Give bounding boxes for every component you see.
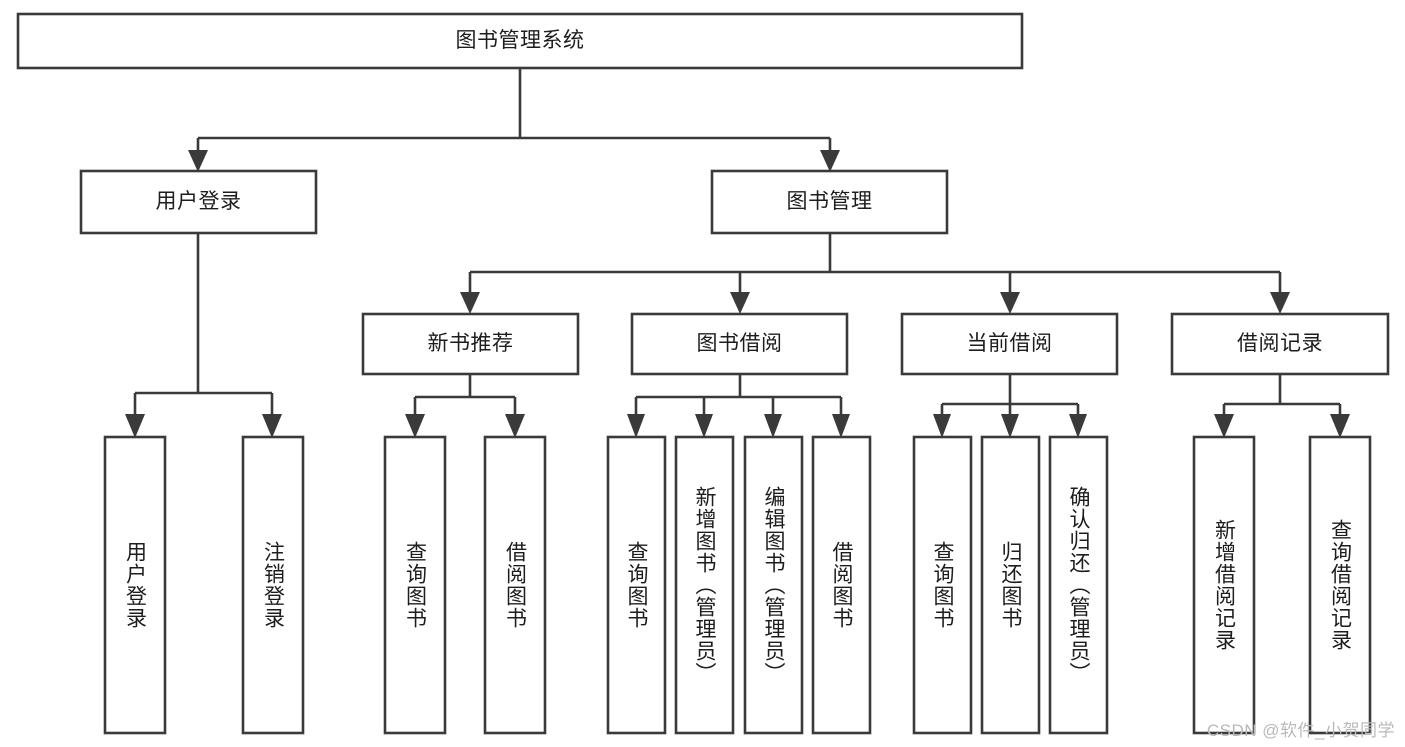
node-box-leaf-new-book-0[interactable] bbox=[383, 435, 447, 735]
node-box-borrow-record[interactable] bbox=[1170, 312, 1390, 376]
node-box-leaf-new-book-1[interactable] bbox=[483, 435, 547, 735]
arrowhead-l3b bbox=[730, 292, 750, 314]
node-box-book-borrow[interactable] bbox=[630, 312, 849, 376]
node-box-book-management[interactable] bbox=[710, 169, 949, 235]
node-box-new-book-recommend[interactable] bbox=[361, 312, 580, 376]
node-box-leaf-book-borrow-2[interactable] bbox=[743, 435, 804, 735]
node-box-leaf-book-borrow-3[interactable] bbox=[811, 435, 872, 735]
node-box-leaf-book-borrow-0[interactable] bbox=[606, 435, 667, 735]
node-box-leaf-borrow-record-0[interactable] bbox=[1192, 435, 1256, 735]
arrowhead-login-leaf2 bbox=[262, 414, 282, 438]
arrowhead-login-leaf1 bbox=[125, 414, 145, 438]
arrowhead-to-login bbox=[188, 150, 208, 172]
arrowhead-newbook-leaf2 bbox=[505, 414, 525, 438]
node-box-leaf-current-borrow-0[interactable] bbox=[912, 435, 973, 735]
arrowhead-current-leaf3 bbox=[1069, 414, 1087, 438]
node-box-leaf-current-borrow-1[interactable] bbox=[980, 435, 1041, 735]
node-box-leaf-borrow-record-1[interactable] bbox=[1308, 435, 1372, 735]
node-boxes bbox=[16, 12, 1390, 735]
arrowhead-to-bookmgmt bbox=[820, 150, 840, 172]
arrowhead-current-leaf2 bbox=[1001, 414, 1019, 438]
arrowhead-record-leaf2 bbox=[1330, 414, 1350, 438]
arrowhead-record-leaf1 bbox=[1214, 414, 1234, 438]
arrowhead-l3c bbox=[1000, 292, 1020, 314]
arrowhead-borrow-leaf4 bbox=[832, 414, 850, 438]
node-box-leaf-user-login-0[interactable] bbox=[103, 435, 167, 735]
node-box-leaf-book-borrow-1[interactable] bbox=[674, 435, 735, 735]
arrowhead-borrow-leaf1 bbox=[627, 414, 645, 438]
node-box-current-borrow[interactable] bbox=[900, 312, 1119, 376]
arrowhead-newbook-leaf1 bbox=[405, 414, 425, 438]
arrowhead-borrow-leaf3 bbox=[764, 414, 782, 438]
arrowhead-current-leaf1 bbox=[933, 414, 951, 438]
node-box-root[interactable] bbox=[16, 12, 1024, 70]
node-box-leaf-current-borrow-2[interactable] bbox=[1048, 435, 1109, 735]
node-box-user-login[interactable] bbox=[79, 169, 318, 235]
arrowheads bbox=[125, 150, 1350, 438]
arrowhead-l3a bbox=[460, 292, 480, 314]
arrowhead-borrow-leaf2 bbox=[695, 414, 713, 438]
node-box-leaf-user-login-1[interactable] bbox=[241, 435, 305, 735]
arrowhead-l3d bbox=[1270, 292, 1290, 314]
